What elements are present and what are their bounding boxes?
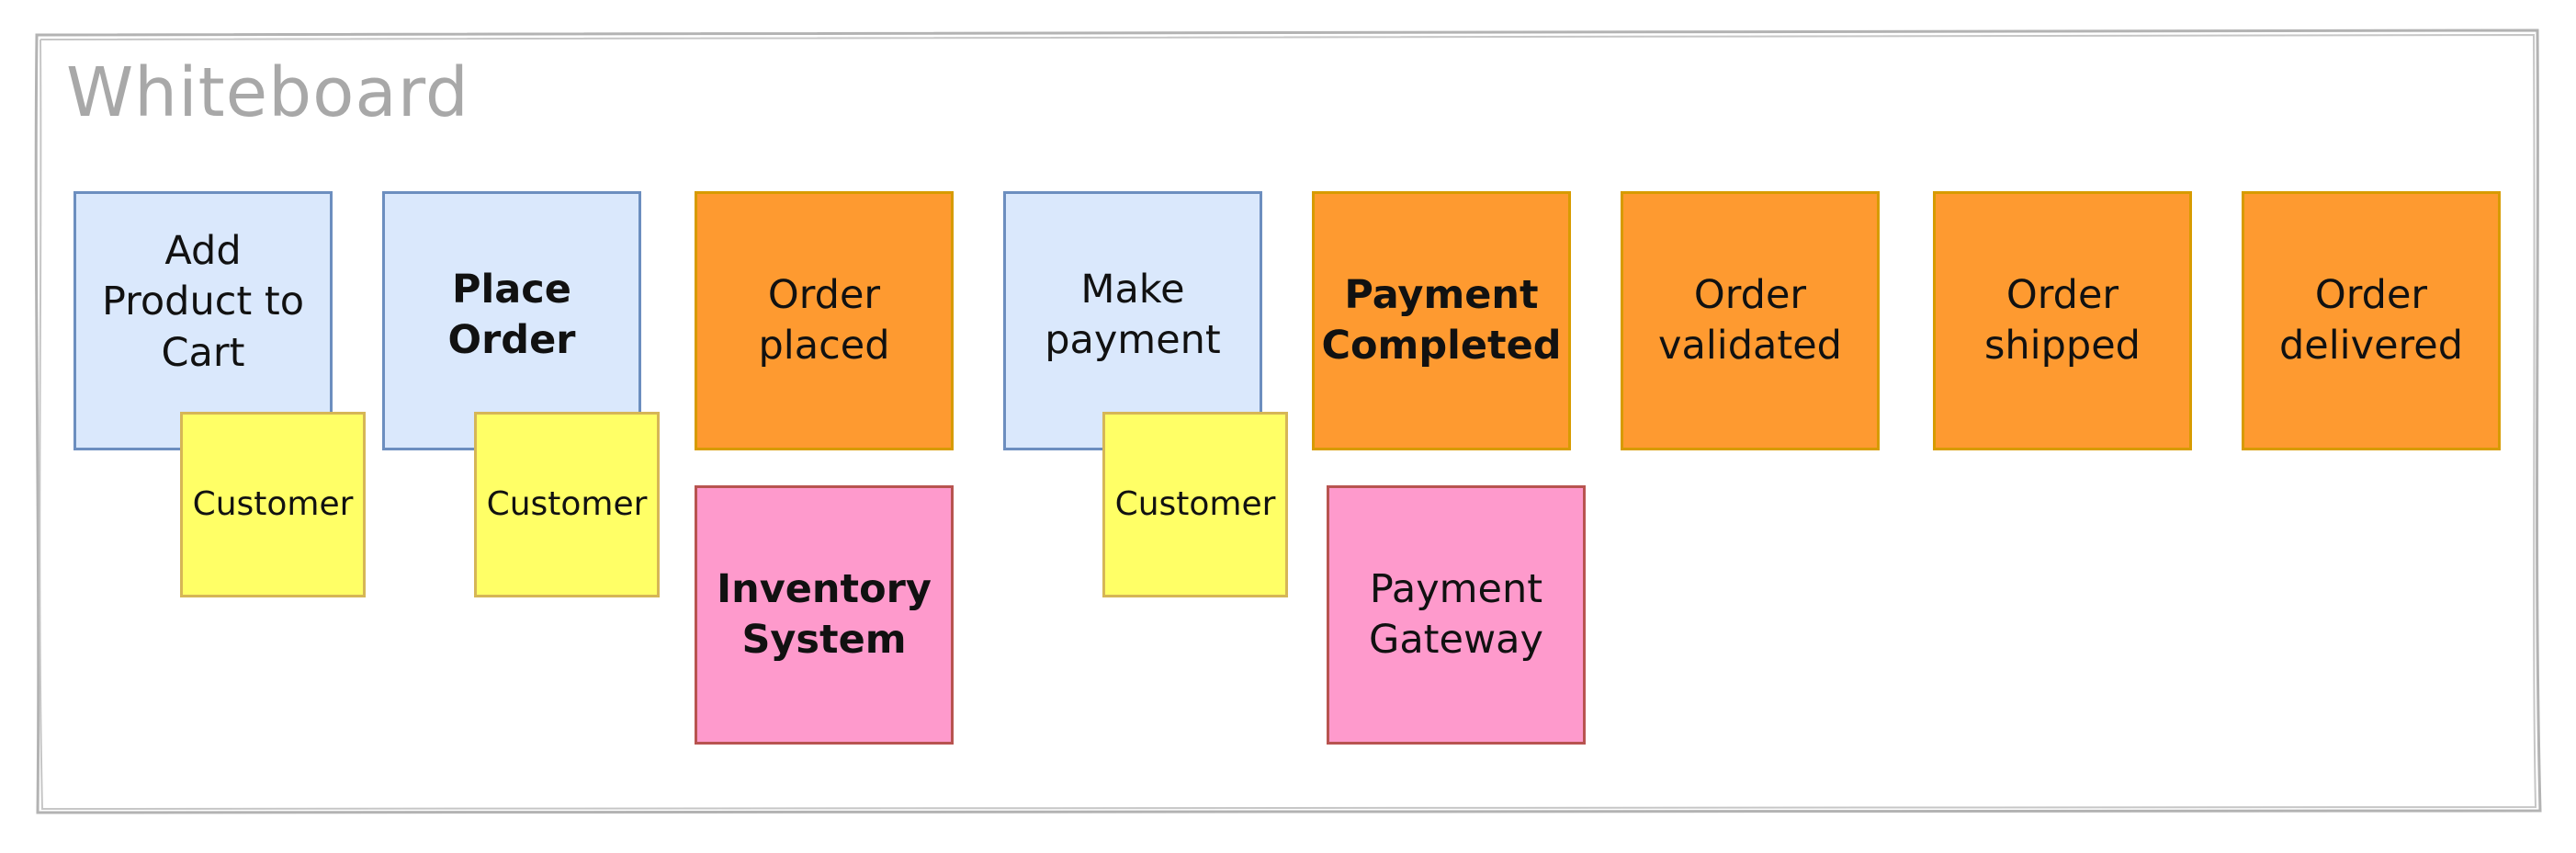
note-label: Order validated xyxy=(1658,271,1842,369)
note-order-validated[interactable]: Order validated xyxy=(1621,191,1880,450)
note-label: Place Order xyxy=(447,266,576,363)
note-order-placed[interactable]: Order placed xyxy=(695,191,954,450)
note-label: Order placed xyxy=(758,271,890,369)
note-label: Order shipped xyxy=(1984,271,2141,369)
note-make-payment[interactable]: Make payment xyxy=(1003,191,1262,450)
note-payment-gateway[interactable]: Payment Gateway xyxy=(1327,485,1586,745)
note-label: Payment Completed xyxy=(1321,271,1562,369)
note-label: Customer xyxy=(486,484,648,523)
note-place-order[interactable]: Place Order xyxy=(382,191,641,450)
note-label: Customer xyxy=(192,484,354,523)
note-label: Payment Gateway xyxy=(1369,565,1543,663)
note-inventory-system[interactable]: Inventory System xyxy=(695,485,954,745)
note-label: Make payment xyxy=(1045,266,1221,363)
note-add-product-to-cart[interactable]: Add Product to Cart xyxy=(73,191,333,450)
note-label: Inventory System xyxy=(717,565,932,663)
note-order-shipped[interactable]: Order shipped xyxy=(1933,191,2192,450)
note-label: Add Product to Cart xyxy=(101,228,305,376)
note-payment-completed[interactable]: Payment Completed xyxy=(1312,191,1571,450)
note-label: Order delivered xyxy=(2278,271,2464,369)
board-title: Whiteboard xyxy=(66,53,469,132)
note-label: Customer xyxy=(1114,484,1276,523)
note-customer-1[interactable]: Customer xyxy=(180,412,366,597)
note-order-delivered[interactable]: Order delivered xyxy=(2242,191,2501,450)
note-customer-3[interactable]: Customer xyxy=(1102,412,1288,597)
note-customer-2[interactable]: Customer xyxy=(474,412,660,597)
